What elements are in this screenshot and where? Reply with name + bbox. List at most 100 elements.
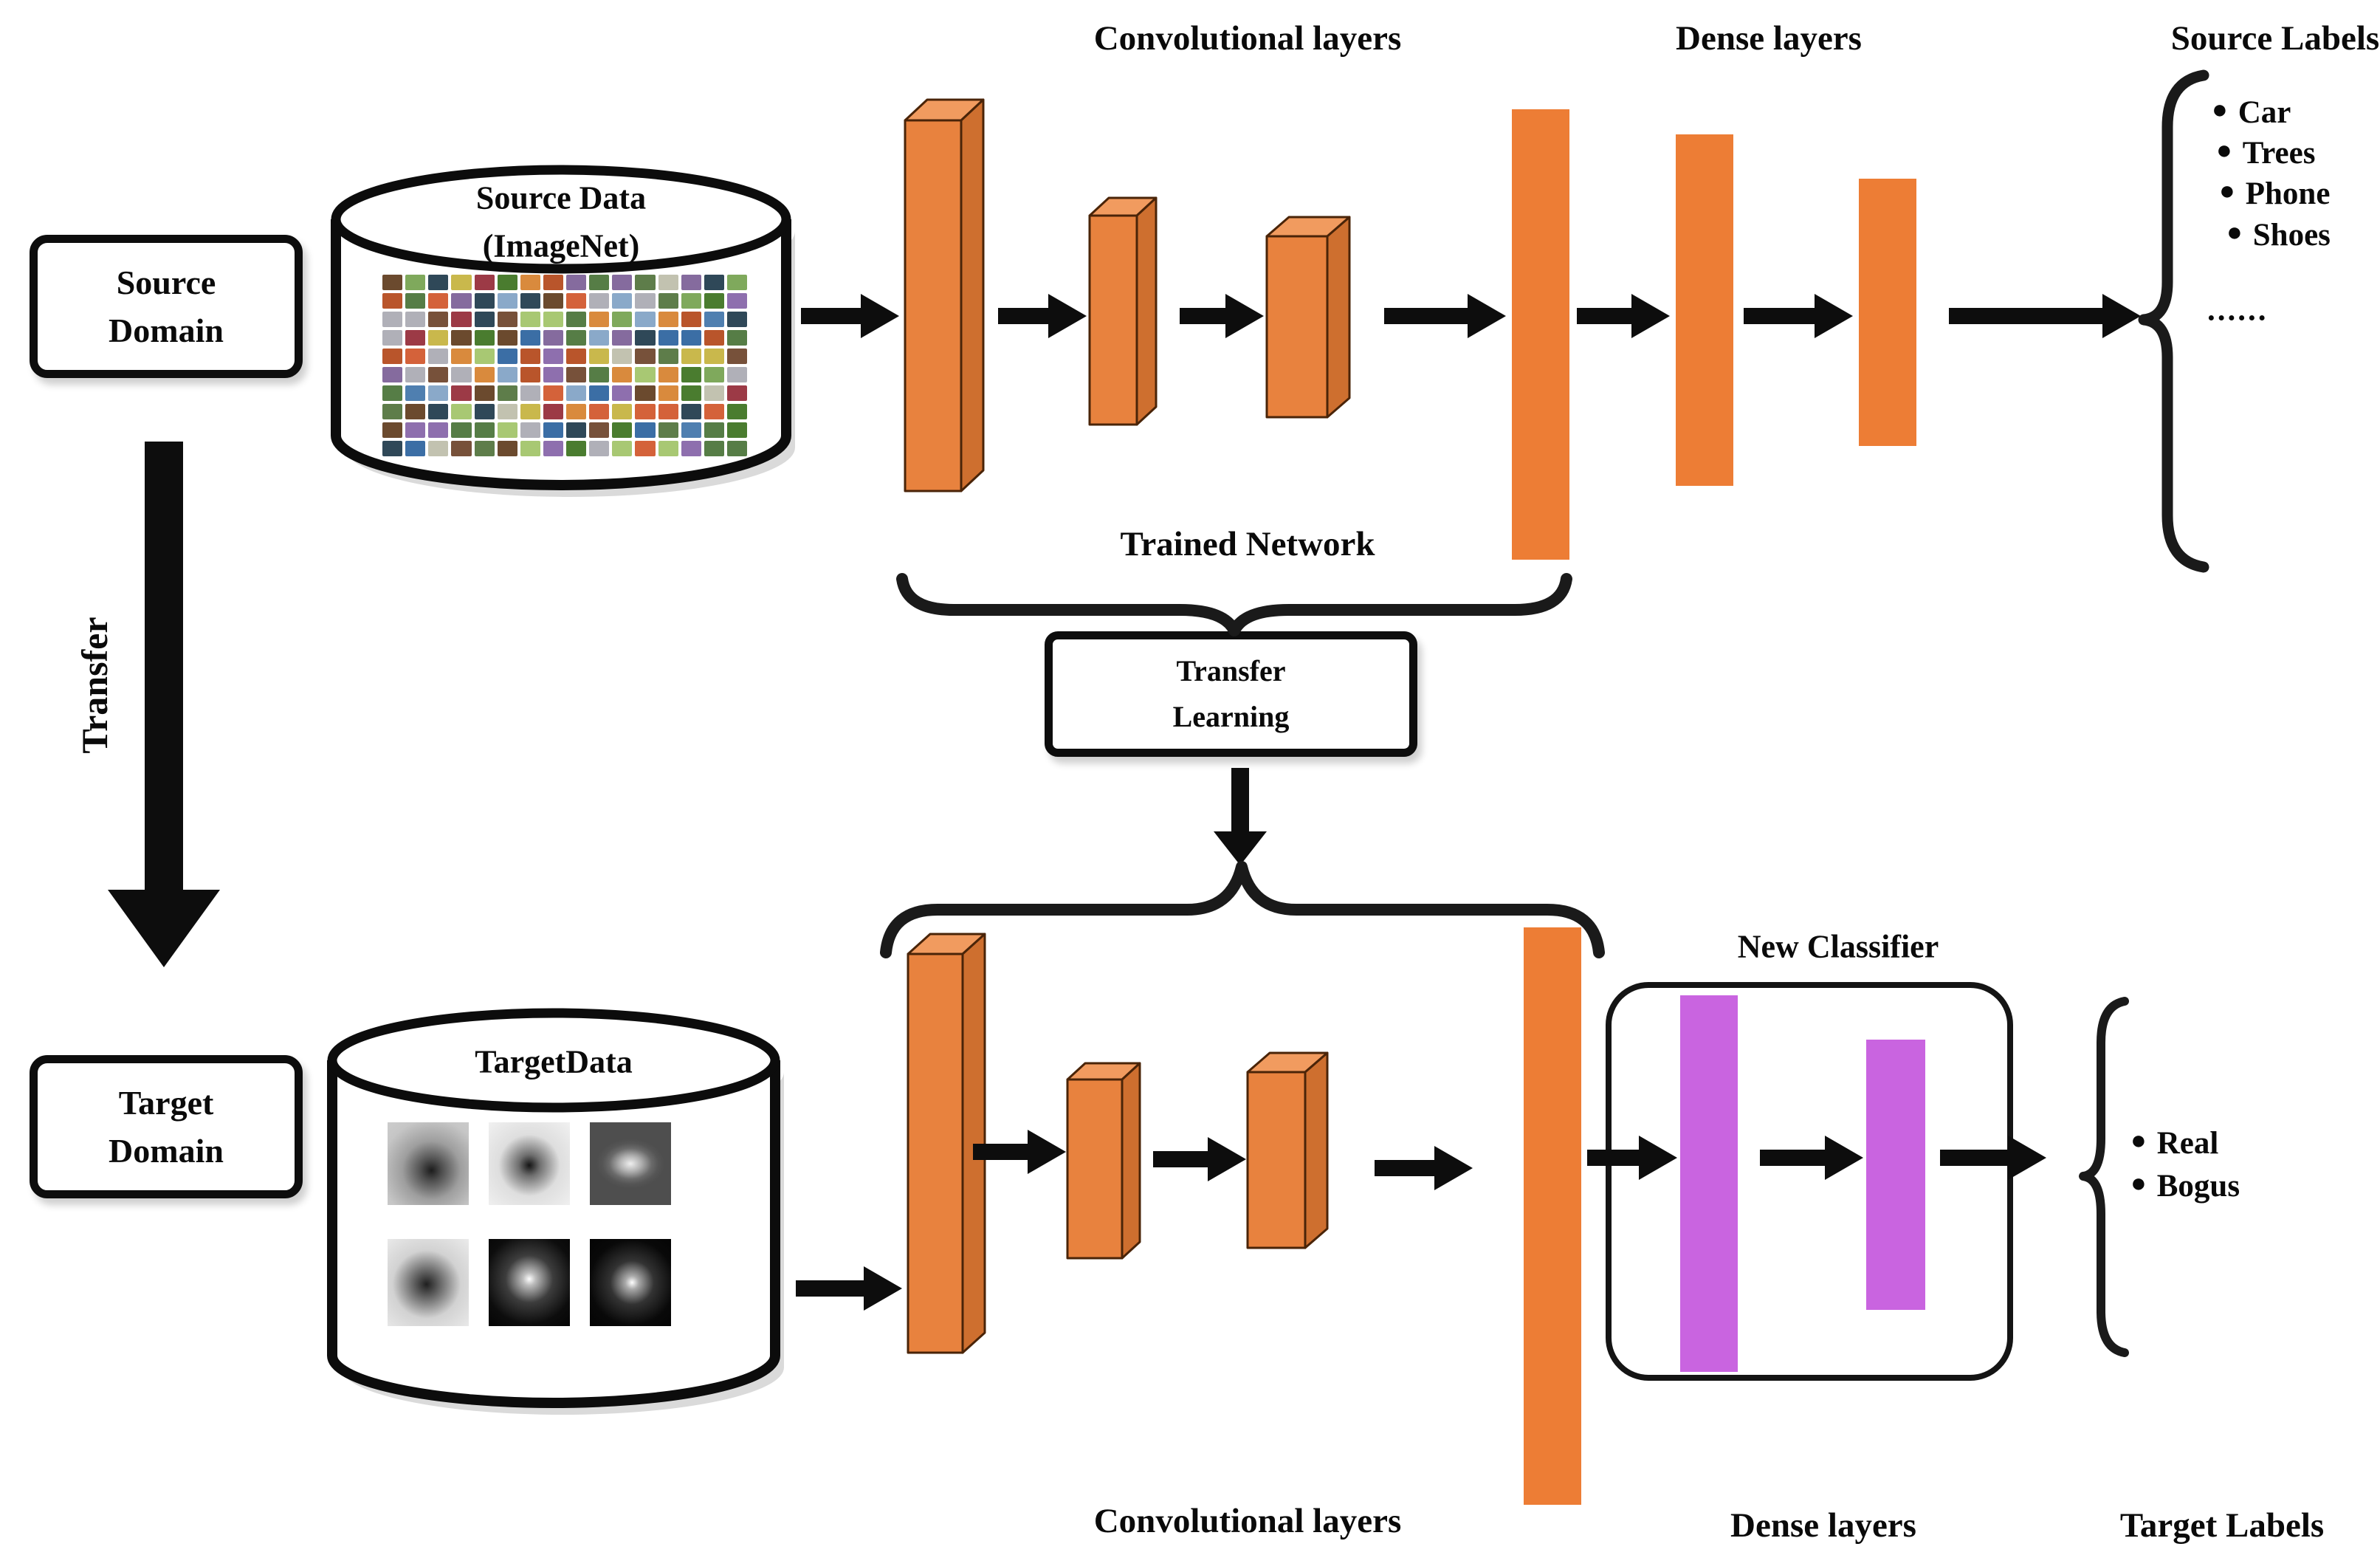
conv-layer-bar-bottom-1	[907, 933, 986, 1354]
thumbnail-cell	[451, 349, 472, 364]
title-trained-network: Trained Network	[1120, 525, 1375, 563]
thumbnail-cell	[451, 367, 472, 382]
down-arrow-icon	[1214, 768, 1267, 865]
thumbnail-cell	[405, 349, 426, 364]
thumbnail-cell	[474, 404, 495, 419]
thumbnail-cell	[451, 293, 472, 309]
thumbnail-cell	[405, 404, 426, 419]
thumbnail-cell	[405, 385, 426, 401]
dense-layer-bar-top-2	[1676, 134, 1733, 486]
thumbnail-cell	[428, 275, 449, 290]
transferred-network-brace	[880, 861, 1605, 958]
thumbnail-cell	[566, 385, 587, 401]
cylinder-top	[327, 1008, 780, 1113]
thumbnail-cell	[543, 422, 563, 438]
thumbnail-cell	[405, 367, 426, 382]
thumbnail-cell	[451, 422, 472, 438]
thumbnail-cell	[635, 312, 656, 327]
list-item-shoes: ●Shoes	[2226, 217, 2331, 253]
title-convolutional-layers-top: Convolutional layers	[1093, 19, 1402, 58]
thumbnail-cell	[382, 441, 403, 456]
thumbnail-cell	[635, 275, 656, 290]
arrow-icon	[1153, 1137, 1246, 1181]
thumbnail-cell	[612, 312, 633, 327]
thumbnail-cell	[474, 385, 495, 401]
thumbnail-cell	[543, 367, 563, 382]
thumbnail-cell	[635, 422, 656, 438]
transfer-learning-line2: Learning	[1172, 700, 1290, 733]
thumbnail-cell	[612, 275, 633, 290]
list-item-bogus: ●Bogus	[2130, 1168, 2240, 1204]
bullet-icon: ●	[2130, 1125, 2147, 1155]
conv-layer-bar-bottom-3	[1246, 1051, 1329, 1249]
thumbnail-cell	[704, 330, 724, 346]
conv-layer-bar-top-2	[1088, 196, 1158, 426]
thumbnail-cell	[405, 330, 426, 346]
thumbnail-cell	[497, 293, 517, 309]
thumbnail-cell	[635, 293, 656, 309]
thumbnail-cell	[704, 367, 724, 382]
title-target-labels: Target Labels	[2119, 1506, 2325, 1545]
thumbnail-cell	[704, 349, 724, 364]
thumbnail-cell	[497, 349, 517, 364]
dense-layer-bar-top-3	[1859, 179, 1916, 446]
thumbnail-cell	[704, 404, 724, 419]
thumbnail-cell	[382, 330, 403, 346]
thumbnail-cell	[681, 312, 701, 327]
target-image-1	[388, 1122, 469, 1205]
thumbnail-cell	[382, 367, 403, 382]
target-image-6	[590, 1239, 671, 1326]
arrow-icon	[1180, 294, 1264, 338]
thumbnail-cell	[543, 275, 563, 290]
thumbnail-cell	[497, 330, 517, 346]
thumbnail-cell	[612, 404, 633, 419]
target-domain-line2: Domain	[109, 1132, 224, 1170]
arrow-icon	[1744, 294, 1853, 338]
list-item-trees: ●Trees	[2216, 135, 2316, 171]
thumbnail-cell	[635, 441, 656, 456]
trained-network-brace	[896, 573, 1572, 636]
thumbnail-cell	[520, 367, 540, 382]
bullet-icon: ●	[2212, 95, 2228, 124]
thumbnail-cell	[497, 441, 517, 456]
arrow-icon	[1375, 1146, 1473, 1190]
thumbnail-cell	[474, 367, 495, 382]
thumbnail-cell	[474, 312, 495, 327]
title-new-classifier: New Classifier	[1737, 928, 1939, 965]
bullet-icon: ●	[2219, 176, 2235, 205]
thumbnail-cell	[382, 422, 403, 438]
thumbnail-cell	[566, 422, 587, 438]
conv-layer-bar-bottom-2	[1066, 1062, 1141, 1260]
thumbnail-cell	[589, 349, 610, 364]
thumbnail-cell	[566, 312, 587, 327]
thumbnail-cell	[405, 293, 426, 309]
thumbnail-cell	[566, 404, 587, 419]
arrow-icon	[1760, 1136, 1863, 1180]
thumbnail-cell	[520, 330, 540, 346]
classifier-dense-bar-1	[1680, 995, 1738, 1372]
list-ellipsis: ......	[2207, 292, 2269, 328]
thumbnail-cell	[382, 404, 403, 419]
thumbnail-cell	[589, 441, 610, 456]
thumbnail-cell	[474, 330, 495, 346]
source-domain-box: Source Domain	[30, 235, 303, 378]
thumbnail-cell	[704, 422, 724, 438]
arrow-icon	[1940, 1136, 2046, 1180]
thumbnail-cell	[497, 385, 517, 401]
title-dense-layers-top: Dense layers	[1676, 19, 1862, 58]
source-data-subtitle: (ImageNet)	[482, 227, 640, 264]
transfer-learning-line1: Transfer	[1176, 654, 1286, 687]
thumbnail-cell	[520, 441, 540, 456]
thumbnail-cell	[681, 441, 701, 456]
thumbnail-cell	[428, 404, 449, 419]
transfer-learning-box: Transfer Learning	[1045, 631, 1417, 757]
thumbnail-cell	[635, 367, 656, 382]
arrow-icon	[1949, 294, 2141, 338]
thumbnail-cell	[451, 330, 472, 346]
thumbnail-cell	[474, 293, 495, 309]
thumbnail-cell	[520, 275, 540, 290]
arrow-icon	[1577, 294, 1670, 338]
thumbnail-cell	[658, 349, 678, 364]
thumbnail-cell	[658, 275, 678, 290]
